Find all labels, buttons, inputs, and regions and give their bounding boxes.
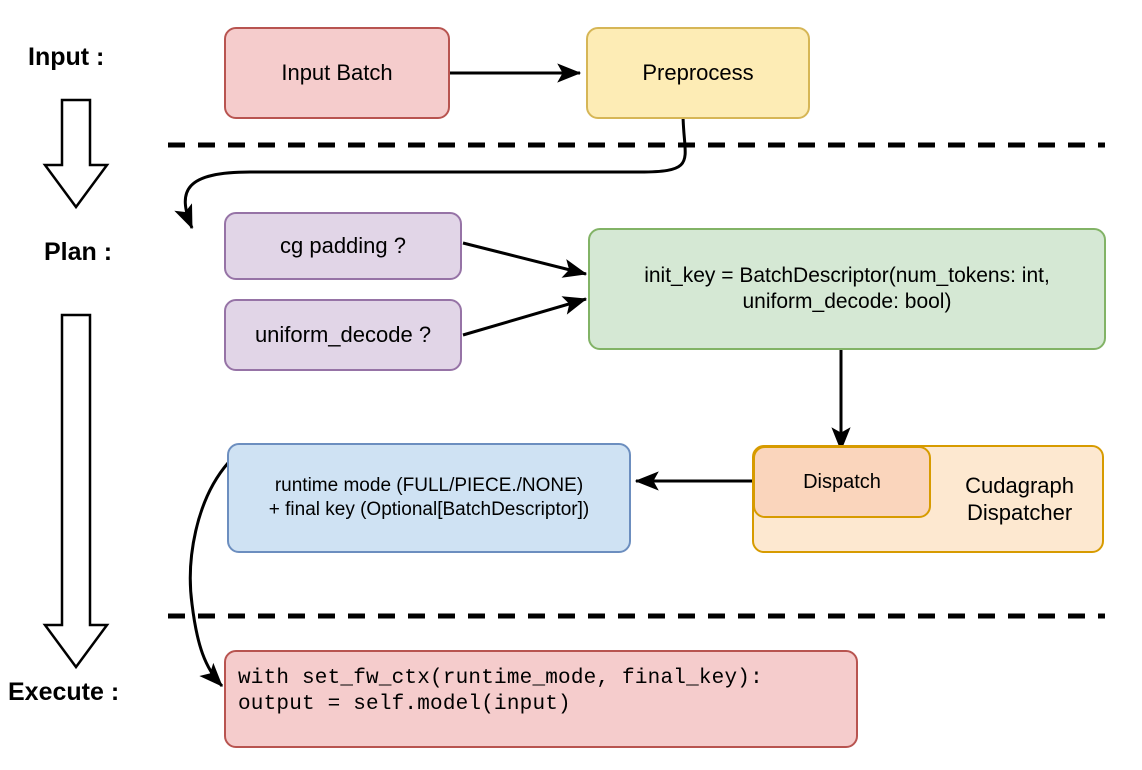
connector-preprocess-to-cg-padding	[174, 112, 687, 230]
node-runtime-mode[interactable]: runtime mode (FULL/PIECE./NONE) + final …	[227, 443, 631, 553]
node-preprocess[interactable]: Preprocess	[586, 27, 810, 119]
node-cg-padding[interactable]: cg padding ?	[224, 212, 462, 280]
node-preprocess-label: Preprocess	[642, 60, 754, 86]
node-input-batch-label: Input Batch	[281, 60, 393, 86]
block-arrow-plan-to-execute	[42, 313, 110, 670]
node-dispatch-label: Dispatch	[803, 470, 881, 493]
node-uniform-decode[interactable]: uniform_decode ?	[224, 299, 462, 371]
node-runtime-mode-label: runtime mode (FULL/PIECE./NONE) + final …	[268, 475, 590, 520]
node-dispatch[interactable]: Dispatch	[753, 446, 931, 518]
node-uniform-decode-label: uniform_decode ?	[254, 322, 432, 348]
node-input-batch[interactable]: Input Batch	[224, 27, 450, 119]
connector-uniform-decode-to-init-key	[462, 296, 588, 337]
node-init-key-label: init_key = BatchDescriptor(num_tokens: i…	[644, 263, 1050, 313]
stage-label-plan: Plan :	[44, 238, 113, 266]
connector-cg-padding-to-init-key	[462, 241, 588, 278]
node-execute-code-label: with set_fw_ctx(runtime_mode, final_key)…	[238, 667, 763, 717]
stage-label-input: Input :	[28, 43, 105, 71]
connector-runtime-mode-to-execute-code	[188, 462, 230, 688]
node-init-key[interactable]: init_key = BatchDescriptor(num_tokens: i…	[588, 228, 1106, 350]
node-cg-padding-label: cg padding ?	[280, 233, 406, 259]
stage-label-execute: Execute :	[8, 678, 120, 706]
node-cudagraph-dispatcher-label: Cudagraph Dispatcher	[965, 472, 1074, 526]
node-execute-code[interactable]: with set_fw_ctx(runtime_mode, final_key)…	[224, 650, 858, 748]
block-arrow-input-to-plan	[42, 98, 110, 210]
